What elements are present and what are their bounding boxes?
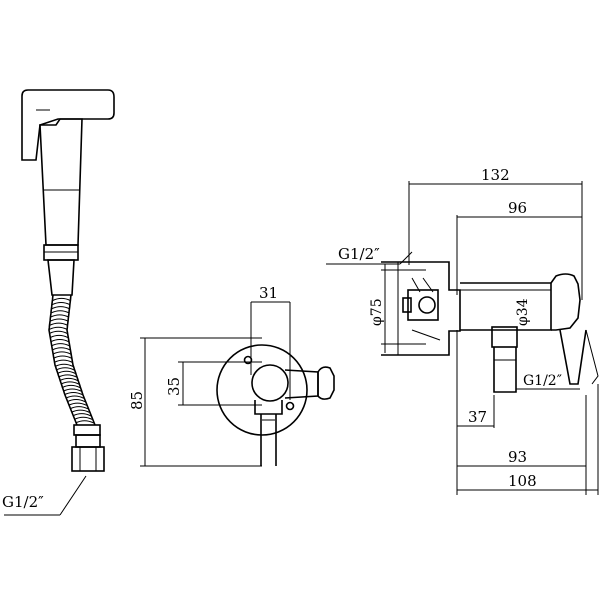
hose-nut [73,424,101,436]
dim-85: 85 [128,391,146,410]
dim-phi34: φ34 [515,298,531,326]
thread-label-right: G1/2″ [523,373,562,389]
dim-96: 96 [508,199,527,217]
shower-handle [39,118,83,246]
thread-label-left: G1/2″ [2,493,44,511]
dim-phi75: φ75 [369,298,385,326]
flexible-hose [48,294,96,426]
dim-37: 37 [468,408,487,426]
dim-35: 35 [165,377,183,396]
wall-box [381,261,461,356]
dim-108: 108 [508,472,537,490]
mixer-front-view: 31 85 35 [128,284,335,467]
dim-31: 31 [259,284,278,302]
mixer-body [460,282,552,331]
hand-shower-view: G1/2″ [2,89,115,516]
mixer-side-view: 132 96 G1/2″ φ75 φ34 [326,166,599,495]
side-lever [550,273,581,331]
cover-plate [216,344,308,436]
valve-body [251,364,289,402]
inlet-fitting [407,289,439,321]
shower-head [21,89,115,161]
outlet-pipe [254,400,283,415]
thread-label-top: G1/2″ [338,245,380,263]
dim-132: 132 [481,166,510,184]
dim-93: 93 [508,448,527,466]
side-outlet [491,326,518,348]
